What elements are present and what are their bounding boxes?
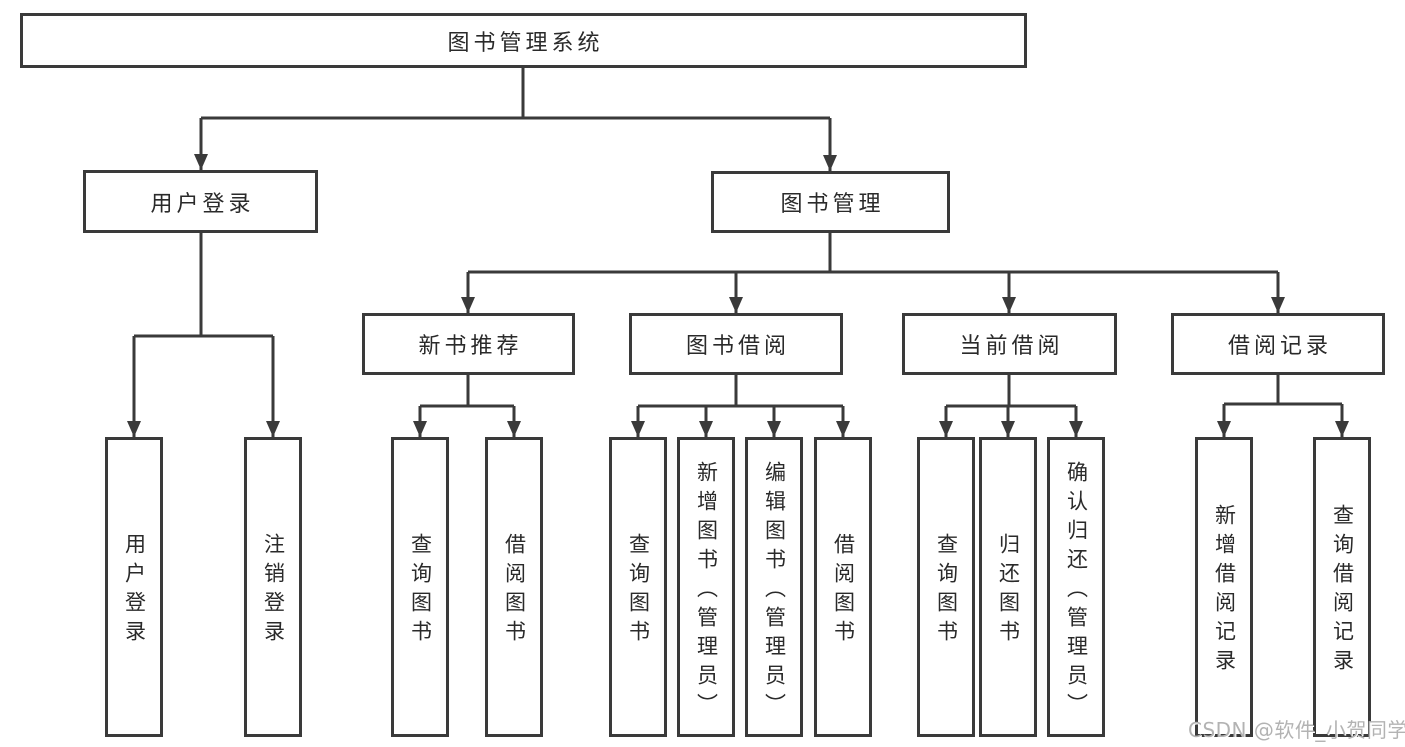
node-borrowing-records: 借阅记录	[1171, 313, 1385, 375]
node-label: 归还图书	[996, 533, 1021, 649]
node-label: 新增借阅记录	[1212, 504, 1237, 678]
node-label: 图书借阅	[685, 334, 790, 359]
node-label: 借阅记录	[1227, 334, 1332, 359]
node-label: 新增图书（管理员）	[694, 460, 719, 722]
node-label: 查询图书	[626, 533, 651, 649]
node-label: 当前借阅	[959, 334, 1064, 359]
node-label: 借阅图书	[502, 533, 527, 649]
node-user-login: 用户登录	[105, 437, 163, 737]
node-return-books: 归还图书	[979, 437, 1037, 737]
node-label: 用户登录	[150, 191, 255, 217]
node-new-book-recommendation: 新书推荐	[362, 313, 575, 375]
node-borrow-books: 借阅图书	[814, 437, 872, 737]
node-query-borrow-record: 查询借阅记录	[1313, 437, 1371, 737]
node-label: 确认归还（管理员）	[1064, 460, 1089, 722]
node-label: 查询借阅记录	[1330, 504, 1355, 678]
node-query-books-borrowing: 查询图书	[609, 437, 667, 737]
node-book-borrowing: 图书借阅	[629, 313, 843, 375]
node-label: 图书管理系统	[447, 30, 604, 56]
node-add-borrow-record: 新增借阅记录	[1195, 437, 1253, 737]
node-current-borrowing: 当前借阅	[902, 313, 1117, 375]
node-edit-books-admin: 编辑图书（管理员）	[745, 437, 803, 737]
node-query-books-current: 查询图书	[917, 437, 975, 737]
node-logout: 注销登录	[244, 437, 302, 737]
node-label: 查询图书	[934, 533, 959, 649]
node-query-books-recommend: 查询图书	[391, 437, 449, 737]
node-label: 查询图书	[408, 533, 433, 649]
node-label: 图书管理	[780, 192, 885, 217]
node-label: 注销登录	[261, 533, 286, 649]
node-confirm-return-admin: 确认归还（管理员）	[1047, 437, 1105, 737]
watermark: CSDN @软件_小贺同学	[1188, 718, 1405, 742]
node-label: 借阅图书	[831, 533, 856, 649]
node-book-management: 图书管理	[711, 171, 950, 233]
node-label: 用户登录	[122, 533, 147, 649]
node-library-management-system: 图书管理系统	[20, 13, 1027, 68]
node-add-books-admin: 新增图书（管理员）	[677, 437, 735, 737]
node-label: 编辑图书（管理员）	[762, 460, 787, 722]
node-borrow-books-recommend: 借阅图书	[485, 437, 543, 737]
node-user-login-group: 用户登录	[83, 170, 318, 233]
node-label: 新书推荐	[418, 334, 523, 359]
